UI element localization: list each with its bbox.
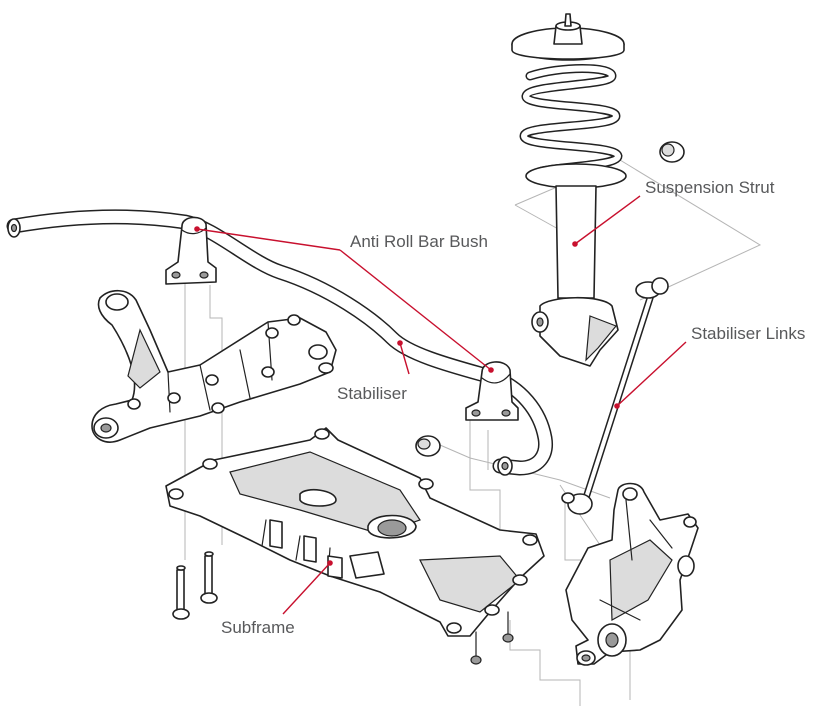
- leader-bush-right: [339, 249, 492, 371]
- leader-dot-stabiliser: [397, 340, 403, 346]
- stabiliser-link: [561, 277, 669, 515]
- label-anti-roll-bar-bush: Anti Roll Bar Bush: [350, 232, 488, 251]
- coil-spring: [519, 64, 623, 181]
- anti-roll-bar-bush-left: [165, 216, 217, 285]
- leader-dot-suspension-strut: [572, 241, 578, 247]
- leader-dot-subframe: [327, 560, 333, 566]
- suspension-strut: [511, 13, 627, 367]
- subframe-bolts: [172, 551, 218, 620]
- strut-top-nut: [659, 141, 685, 163]
- leader-dot-stabiliser-links: [614, 403, 620, 409]
- leader-stabiliser: [399, 342, 410, 375]
- label-stabiliser: Stabiliser: [337, 384, 407, 403]
- label-suspension-strut: Suspension Strut: [645, 178, 775, 197]
- stabiliser-bar: [6, 209, 554, 476]
- lower-control-arm: [91, 289, 337, 443]
- steering-knuckle: [565, 482, 699, 666]
- leader-dot-bush-right: [488, 367, 494, 373]
- leader-bush-left: [196, 228, 341, 251]
- label-subframe: Subframe: [221, 618, 295, 637]
- leader-suspension-strut: [574, 195, 641, 245]
- subframe: [165, 427, 545, 665]
- callout-leaders: [194, 195, 687, 615]
- leader-dot-bush-left: [194, 226, 200, 232]
- leader-subframe: [282, 562, 331, 615]
- link-nut: [415, 435, 441, 457]
- label-stabiliser-links: Stabiliser Links: [691, 324, 806, 343]
- leader-stabiliser-links: [616, 341, 687, 407]
